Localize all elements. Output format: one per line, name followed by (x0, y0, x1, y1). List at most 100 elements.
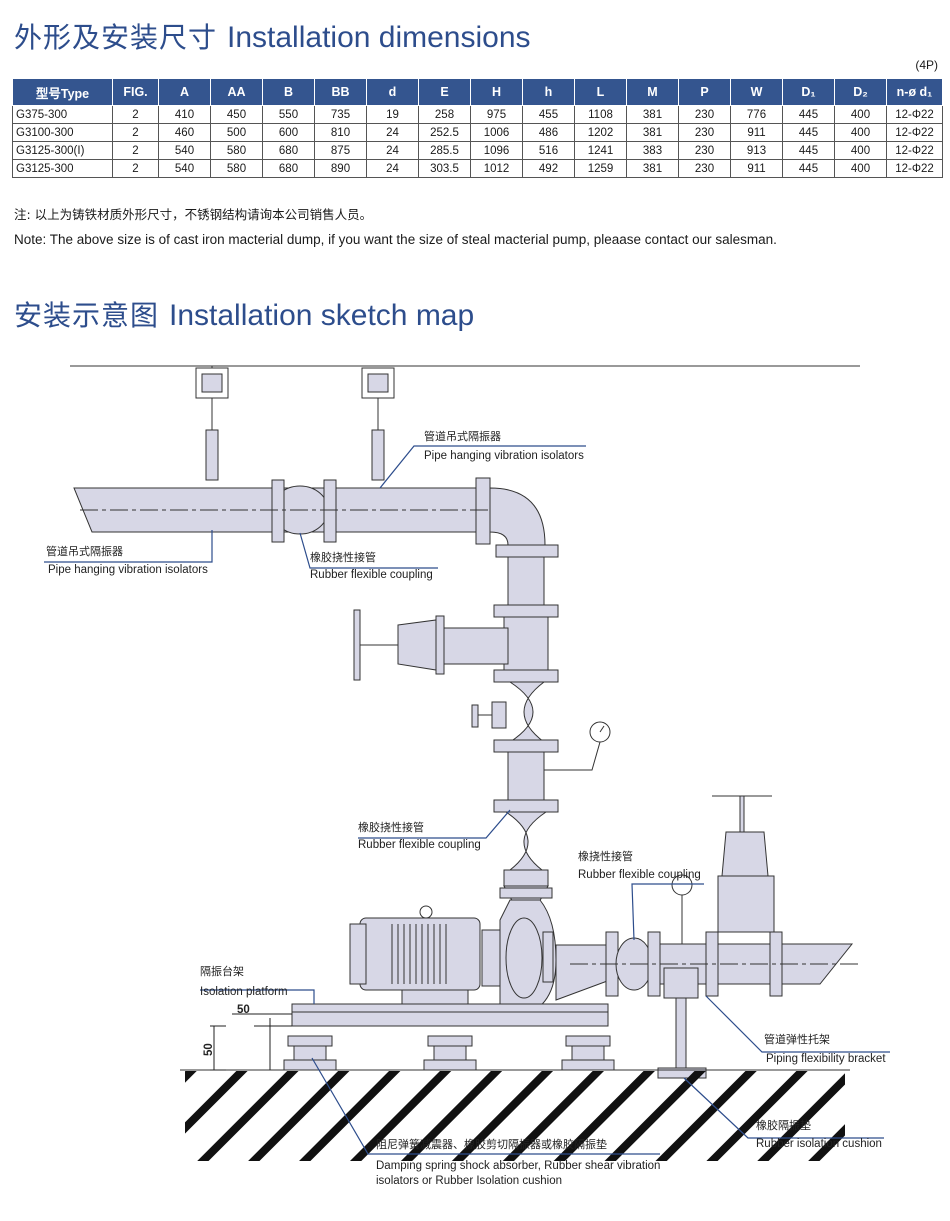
table-cell: 252.5 (418, 123, 471, 142)
table-cell: 230 (678, 123, 731, 142)
table-cell: 911 (730, 159, 783, 178)
elbow-flange (495, 544, 559, 558)
table-cell: 12-Φ22 (886, 105, 943, 124)
table-cell: 2 (112, 141, 159, 160)
label-damping-en-1: Damping spring shock absorber, Rubber sh… (376, 1160, 660, 1172)
check-valve-handle (471, 701, 507, 729)
table-cell: 445 (782, 105, 835, 124)
column-header: A (158, 78, 211, 106)
pipe-hanger-isolator-1 (195, 366, 229, 481)
label-rubber-cushion-en: Rubber isolation cushion (756, 1138, 882, 1150)
table-cell: 1108 (574, 105, 627, 124)
table-cell: 400 (834, 123, 887, 142)
table-cell: 400 (834, 141, 887, 160)
label-isolation-platform-en: Isolation platform (200, 986, 288, 998)
label-piping-bracket-cn: 管道弹性托架 (764, 1032, 830, 1046)
column-header: h (522, 78, 575, 106)
table-cell: 230 (678, 141, 731, 160)
table-cell: 410 (158, 105, 211, 124)
page-tag: (4P) (915, 58, 938, 72)
pipe-hanger-isolator-2 (361, 367, 395, 481)
label-rubber-coupling-mid-en: Rubber flexible coupling (358, 839, 481, 851)
table-cell: 24 (366, 159, 419, 178)
pressure-gauge-top (544, 721, 611, 771)
table-cell: 230 (678, 105, 731, 124)
table-cell: 24 (366, 123, 419, 142)
label-pipe-hang-left-en: Pipe hanging vibration isolators (48, 564, 208, 576)
table-cell: 12-Φ22 (886, 141, 943, 160)
table-cell: 540 (158, 159, 211, 178)
label-rubber-coupling-mid-cn: 橡胶挠性接管 (358, 820, 424, 834)
table-cell: 400 (834, 159, 887, 178)
column-header: D₂ (834, 78, 887, 106)
table-cell: 911 (730, 123, 783, 142)
column-header: P (678, 78, 731, 106)
dimension-marks (210, 1013, 292, 1071)
table-cell: 1096 (470, 141, 523, 160)
label-flex-coupling-right-cn: 橡挠性接管 (578, 849, 633, 863)
label-damping-en-2: isolators or Rubber Isolation cushion (376, 1175, 562, 1187)
column-header: H (470, 78, 523, 106)
table-cell: 381 (626, 105, 679, 124)
table-cell: G3125-300(I) (12, 141, 113, 160)
table-cell: 12-Φ22 (886, 159, 943, 178)
label-flex-coupling-right-en: Rubber flexible coupling (578, 869, 701, 881)
isolation-platform (291, 1003, 609, 1027)
table-cell: 516 (522, 141, 575, 160)
column-header: FIG. (112, 78, 159, 106)
table-cell: 381 (626, 159, 679, 178)
table-cell: 258 (418, 105, 471, 124)
table-cell: 492 (522, 159, 575, 178)
table-cell: 445 (782, 123, 835, 142)
dim-50-horizontal: 50 (237, 1004, 250, 1016)
table-cell: 580 (210, 159, 263, 178)
column-header: L (574, 78, 627, 106)
table-cell: 580 (210, 141, 263, 160)
title-en: Installation sketch map (169, 299, 475, 332)
label-isolation-platform-cn: 隔振台架 (200, 964, 244, 978)
table-cell: 303.5 (418, 159, 471, 178)
table-cell: 1012 (470, 159, 523, 178)
table-cell: 776 (730, 105, 783, 124)
leader-lines (44, 445, 890, 1155)
table-cell: G3100-300 (12, 123, 113, 142)
label-rubber-coupling-top-cn: 橡胶挠性接管 (310, 550, 376, 564)
column-header: B (262, 78, 315, 106)
table-cell: 975 (470, 105, 523, 124)
installation-sketch: 管道吊式隔振器 Pipe hanging vibration isolators… (44, 365, 890, 1187)
column-header: M (626, 78, 679, 106)
note-en: Note: The above size is of cast iron mac… (14, 232, 777, 247)
damping-isolators (283, 1035, 615, 1071)
table-cell: 500 (210, 123, 263, 142)
table-cell: 540 (158, 141, 211, 160)
table-cell: 400 (834, 105, 887, 124)
table-cell: 2 (112, 123, 159, 142)
column-header: 型号Type (12, 78, 113, 106)
table-cell: 890 (314, 159, 367, 178)
column-header: d (366, 78, 419, 106)
label-piping-bracket-en: Piping flexibility bracket (766, 1053, 886, 1065)
vertical-pipe (493, 556, 559, 916)
table-cell: 810 (314, 123, 367, 142)
label-rubber-coupling-top-en: Rubber flexible coupling (310, 569, 433, 581)
table-cell: 875 (314, 141, 367, 160)
table-cell: 24 (366, 141, 419, 160)
table-cell: G375-300 (12, 105, 113, 124)
table-cell: 445 (782, 141, 835, 160)
gate-valve-right (712, 795, 775, 933)
table-cell: 460 (158, 123, 211, 142)
floor (180, 1069, 850, 1161)
discharge-pipe (555, 931, 860, 1001)
table-cell: 19 (366, 105, 419, 124)
label-rubber-cushion-cn: 橡胶隔振垫 (756, 1118, 811, 1132)
dim-50-vertical: 50 (203, 1043, 215, 1056)
table-cell: 1259 (574, 159, 627, 178)
side-valve (353, 609, 509, 681)
